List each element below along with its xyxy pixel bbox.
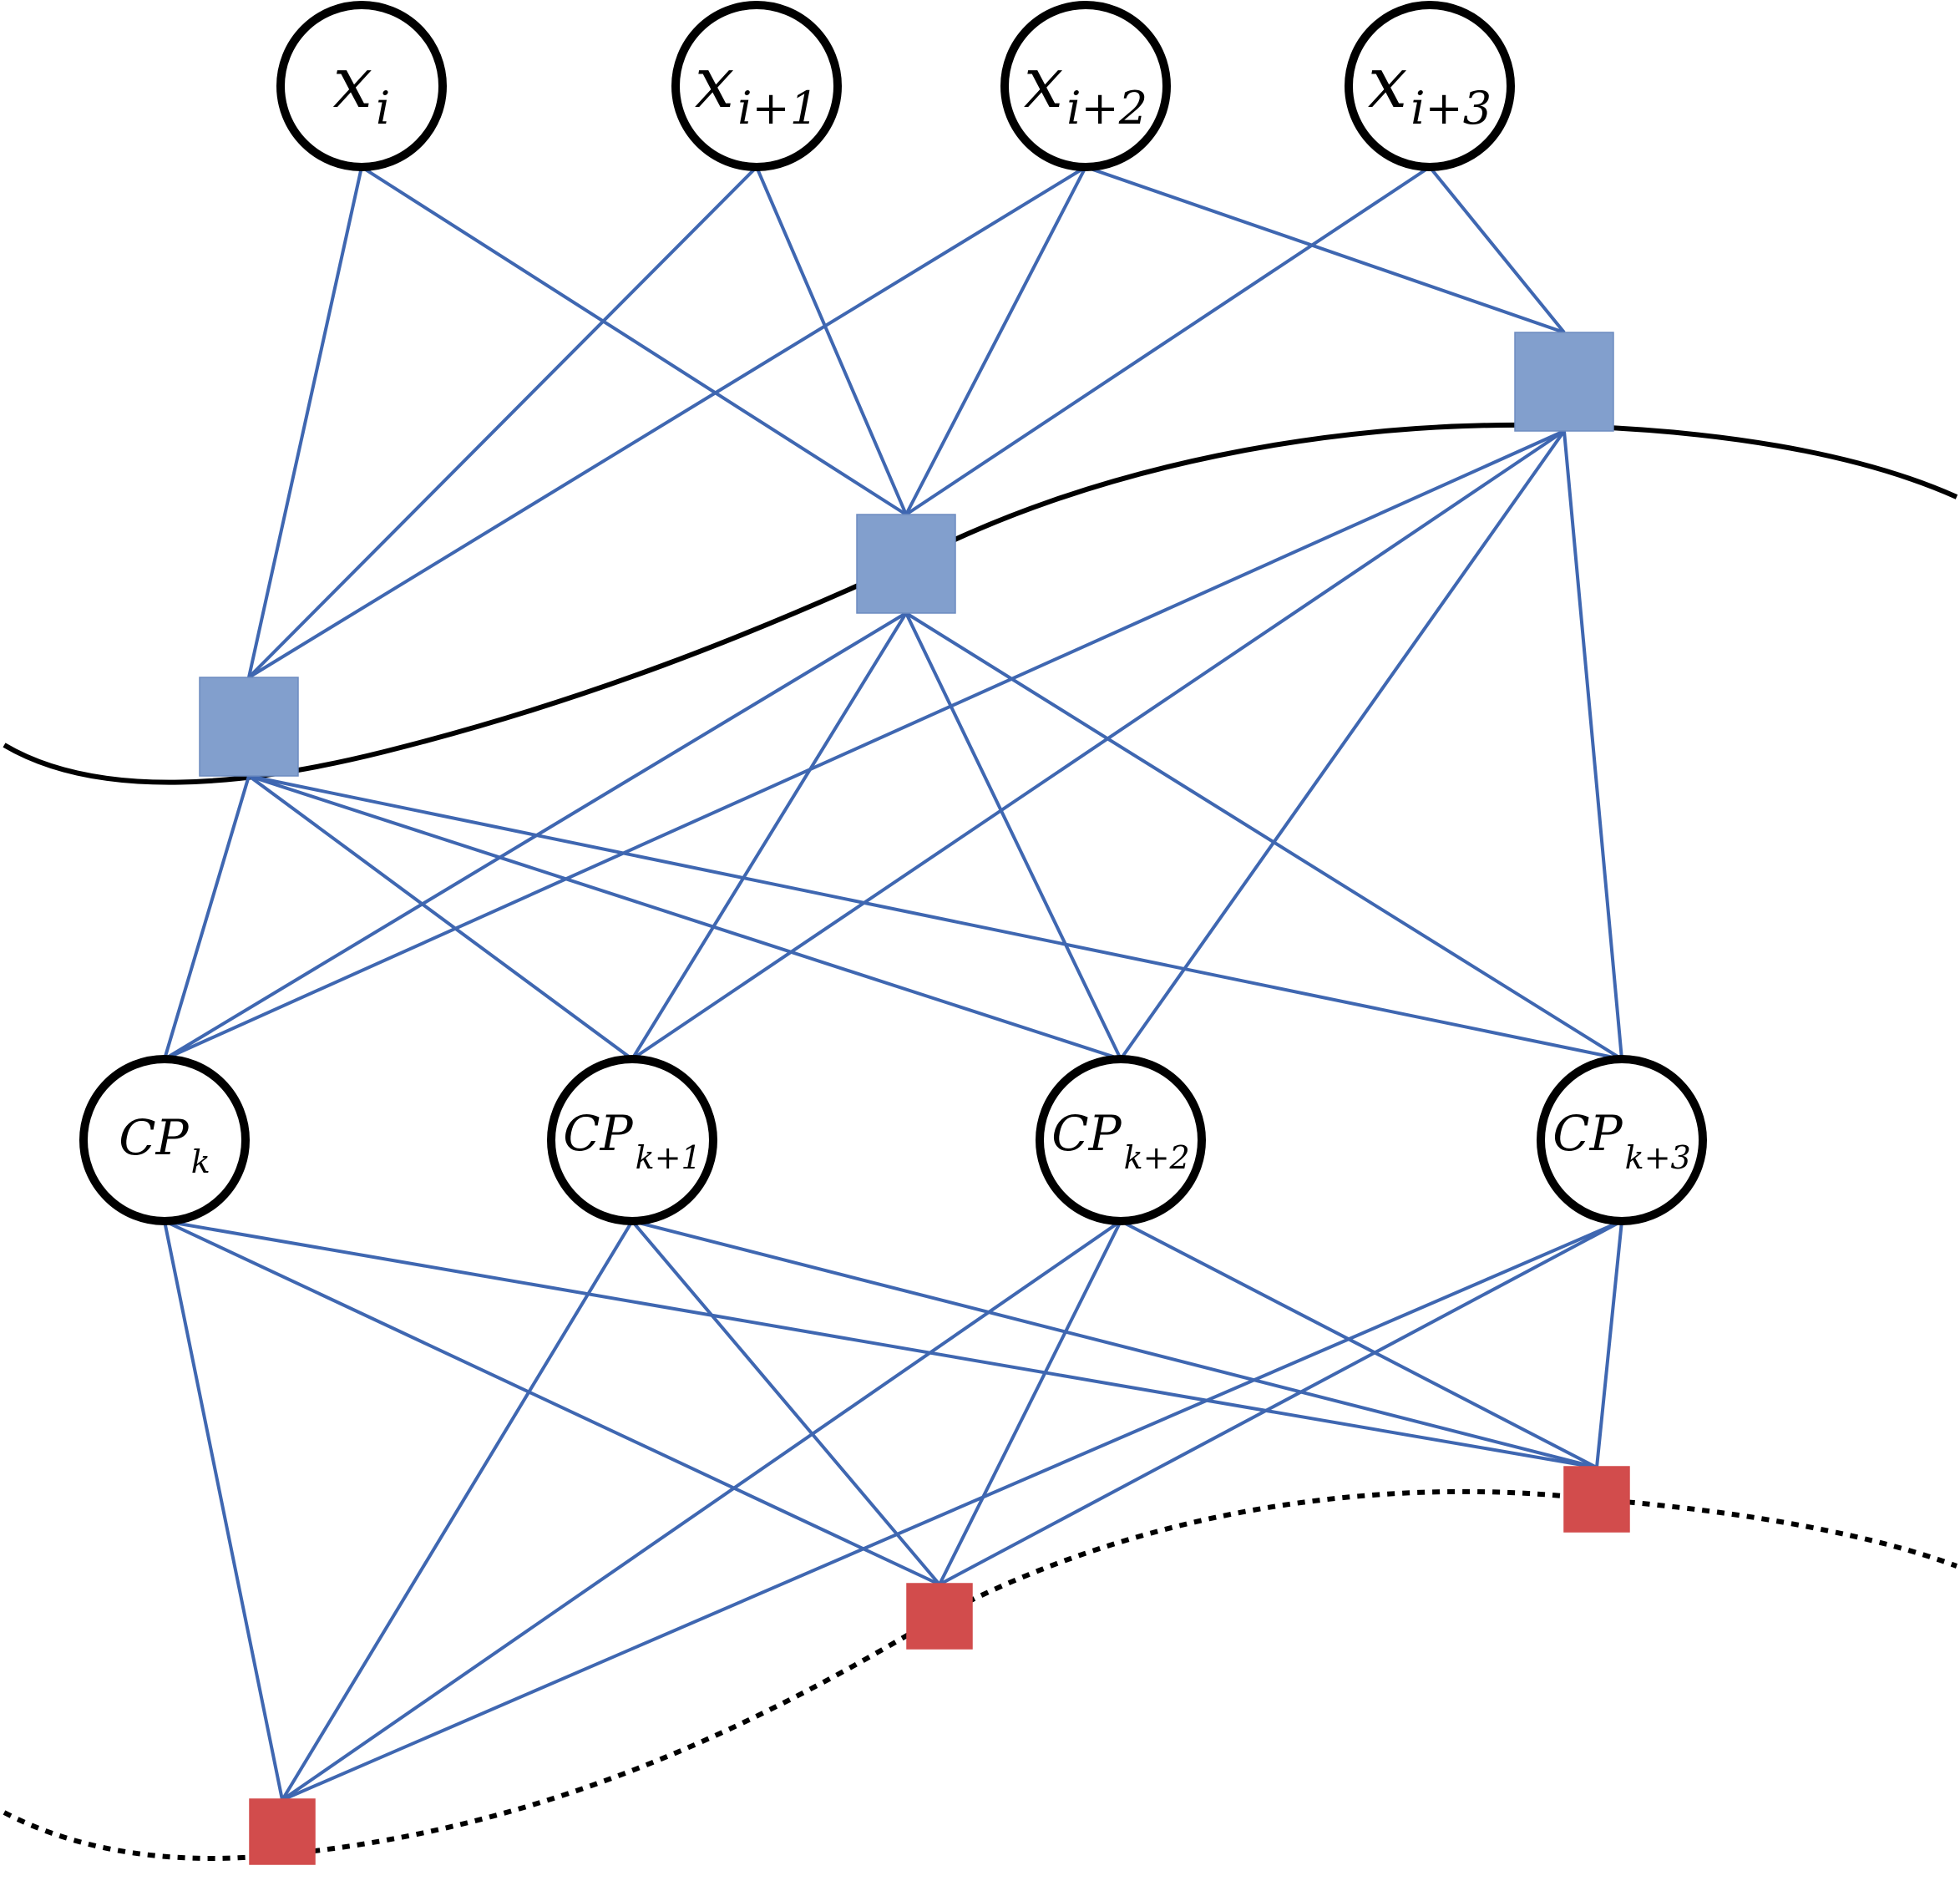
input-node-0: xi bbox=[276, 1, 447, 171]
input-node-label: xi+3 bbox=[1368, 42, 1492, 134]
input-node-circle bbox=[1000, 1, 1171, 171]
blue-square-1 bbox=[856, 514, 956, 614]
edge-blue-to-cp bbox=[248, 774, 1122, 1061]
edge-cp-to-red bbox=[281, 1219, 1623, 1802]
edge-cp-to-red bbox=[1595, 1220, 1623, 1468]
edge-blue-to-cp bbox=[248, 774, 1623, 1061]
edges-group bbox=[163, 165, 1623, 1802]
edge-input-to-blue bbox=[755, 166, 908, 515]
edge-input-to-blue bbox=[1085, 165, 1565, 334]
edge-blue-to-cp bbox=[163, 775, 251, 1060]
edge-blue-to-cp bbox=[247, 774, 634, 1061]
squares-group bbox=[199, 332, 1630, 1865]
cp-node-label: CPk+1 bbox=[563, 1105, 701, 1176]
input-node-circle bbox=[671, 1, 842, 171]
cp-node-3: CPk+3 bbox=[1537, 1055, 1707, 1225]
input-node-circle bbox=[1345, 1, 1515, 171]
cp-node-circle bbox=[547, 1055, 717, 1225]
edge-blue-to-cp bbox=[631, 611, 908, 1061]
edge-blue-to-cp bbox=[163, 611, 908, 1061]
cp-node-2: CPk+2 bbox=[1036, 1055, 1206, 1225]
edge-cp-to-red bbox=[631, 1219, 941, 1586]
blue-square-2 bbox=[1514, 332, 1614, 432]
input-node-label: xi bbox=[333, 42, 391, 134]
cp-node-0: CPk bbox=[79, 1055, 250, 1225]
red-square-2 bbox=[1563, 1466, 1630, 1533]
edge-input-to-blue bbox=[247, 165, 1087, 679]
edge-blue-to-cp bbox=[631, 429, 1566, 1061]
edge-input-to-blue bbox=[904, 166, 1087, 515]
edge-input-to-blue bbox=[247, 165, 758, 679]
edge-input-to-blue bbox=[247, 166, 363, 678]
edge-input-to-blue bbox=[1428, 165, 1566, 334]
edge-input-to-blue bbox=[904, 165, 1431, 516]
edge-blue-to-cp bbox=[904, 612, 1122, 1060]
red-square-0 bbox=[249, 1798, 316, 1865]
edge-cp-to-red bbox=[938, 1220, 1122, 1585]
edge-input-to-blue bbox=[360, 165, 908, 516]
input-node-3: xi+3 bbox=[1345, 1, 1515, 171]
cp-node-1: CPk+1 bbox=[547, 1055, 717, 1225]
input-node-2: xi+2 bbox=[1000, 1, 1171, 171]
cp-node-circle bbox=[1537, 1055, 1707, 1225]
red-square-1 bbox=[906, 1583, 973, 1650]
edge-blue-to-cp bbox=[1562, 430, 1623, 1060]
cp-node-circle bbox=[79, 1055, 250, 1225]
edge-cp-to-red bbox=[164, 1219, 1598, 1469]
cp-node-label: CPk bbox=[119, 1109, 210, 1180]
input-node-circle bbox=[276, 1, 447, 171]
edge-blue-to-cp bbox=[1119, 429, 1566, 1061]
edge-cp-to-red bbox=[631, 1219, 1598, 1469]
cp-node-label: CPk+3 bbox=[1552, 1105, 1690, 1176]
cp-node-circle bbox=[1036, 1055, 1206, 1225]
input-node-label: xi+1 bbox=[695, 42, 818, 134]
input-node-1: xi+1 bbox=[671, 1, 842, 171]
cp-node-label: CPk+2 bbox=[1051, 1105, 1189, 1176]
edge-blue-to-cp bbox=[904, 611, 1623, 1061]
edge-cp-to-red bbox=[939, 1219, 1623, 1586]
edge-cp-to-red bbox=[164, 1219, 940, 1586]
input-node-label: xi+2 bbox=[1024, 42, 1147, 134]
edge-cp-to-red bbox=[281, 1219, 1122, 1802]
blue-square-0 bbox=[199, 677, 299, 777]
edge-cp-to-red bbox=[281, 1219, 634, 1802]
edge-blue-to-cp bbox=[164, 429, 1565, 1061]
edge-cp-to-red bbox=[1120, 1219, 1598, 1469]
edge-cp-to-red bbox=[163, 1220, 284, 1801]
